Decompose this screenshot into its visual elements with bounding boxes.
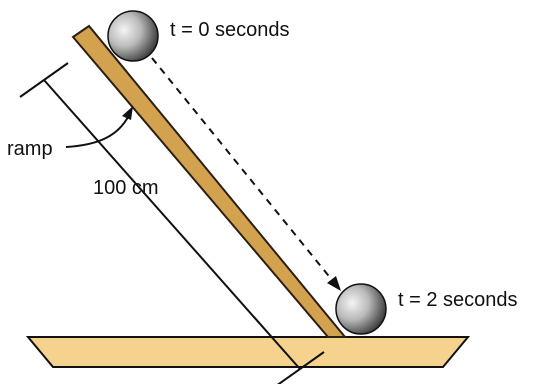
ball-end: [335, 283, 387, 335]
length-tick-bottom: [275, 351, 325, 387]
length-tick-top: [19, 62, 69, 98]
label-length: 100 cm: [93, 177, 159, 199]
ball-start: [107, 10, 159, 62]
motion-path-arrowhead: [327, 276, 341, 291]
ramp-leader-arrowhead: [122, 106, 133, 120]
table-surface: [25, 336, 471, 368]
label-t-start: t = 0 seconds: [170, 19, 290, 41]
label-t-end: t = 2 seconds: [398, 289, 518, 311]
length-dimension-line: [43, 79, 301, 370]
ramp-board: [71, 24, 348, 338]
motion-path-dashed: [151, 57, 333, 281]
label-ramp: ramp: [7, 138, 53, 160]
ramp-leader-line: [65, 116, 129, 148]
